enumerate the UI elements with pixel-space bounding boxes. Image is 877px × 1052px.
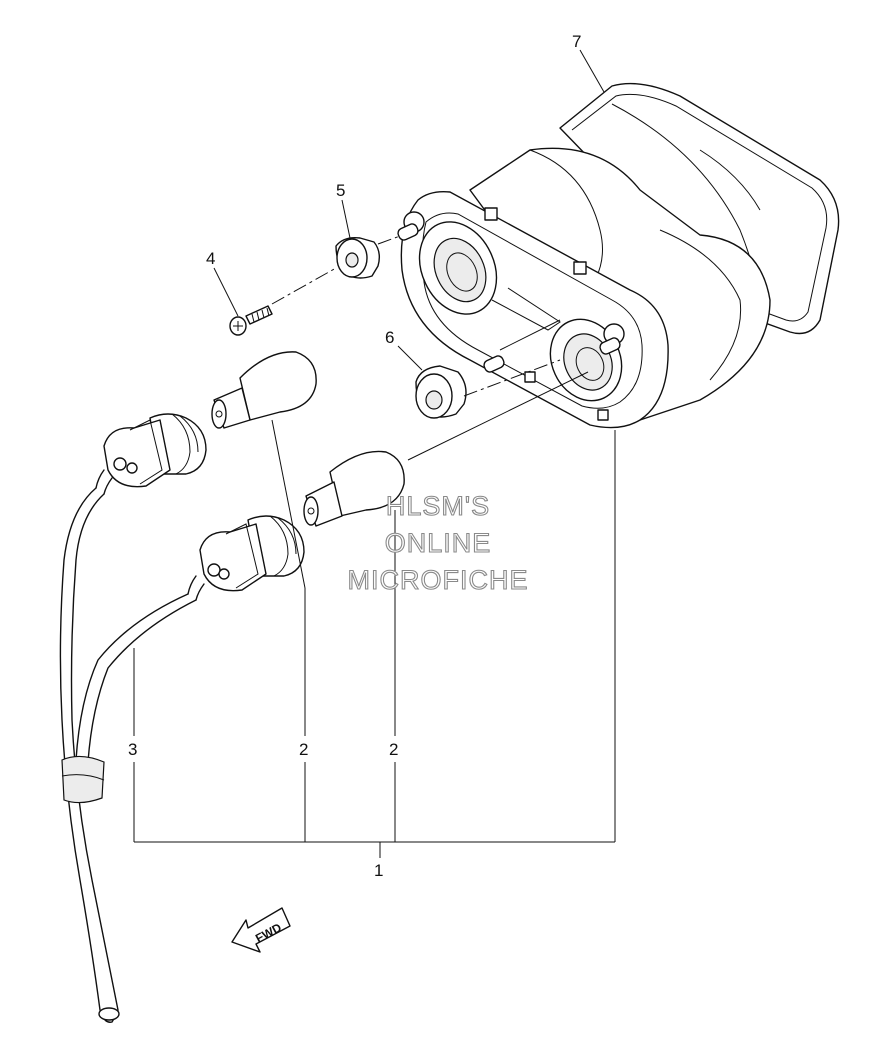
taillight-housing bbox=[397, 147, 771, 429]
watermark-line-2: ONLINE bbox=[385, 528, 492, 558]
callout-5: 5 bbox=[336, 181, 345, 200]
callout-3: 3 bbox=[128, 740, 137, 759]
bulb-lower bbox=[303, 450, 405, 527]
callout-6: 6 bbox=[385, 328, 394, 347]
part-5-grommet bbox=[335, 236, 381, 279]
callout-1: 1 bbox=[374, 861, 383, 880]
socket-upper bbox=[95, 413, 207, 495]
callout-4: 4 bbox=[206, 249, 215, 268]
callout-2-right: 2 bbox=[389, 740, 398, 759]
watermark: HLSM'S ONLINE MICROFICHE bbox=[347, 490, 529, 595]
bulb-upper bbox=[211, 351, 317, 429]
callout-7: 7 bbox=[572, 32, 581, 51]
fwd-arrow-icon: FWD bbox=[231, 907, 291, 953]
watermark-line-1: HLSM'S bbox=[386, 491, 490, 521]
alignment-lines bbox=[271, 235, 589, 461]
socket-lower bbox=[187, 515, 305, 601]
part-4-screw bbox=[229, 305, 273, 336]
leader-lines bbox=[133, 49, 616, 858]
watermark-line-3: MICROFICHE bbox=[348, 565, 529, 595]
part-6-grommet bbox=[415, 365, 467, 419]
callout-2-left: 2 bbox=[299, 740, 308, 759]
part-7-lens-cover bbox=[559, 82, 840, 335]
wire-harness bbox=[59, 487, 197, 1023]
callout-labels: 1 2 2 3 4 5 6 7 bbox=[128, 32, 581, 880]
